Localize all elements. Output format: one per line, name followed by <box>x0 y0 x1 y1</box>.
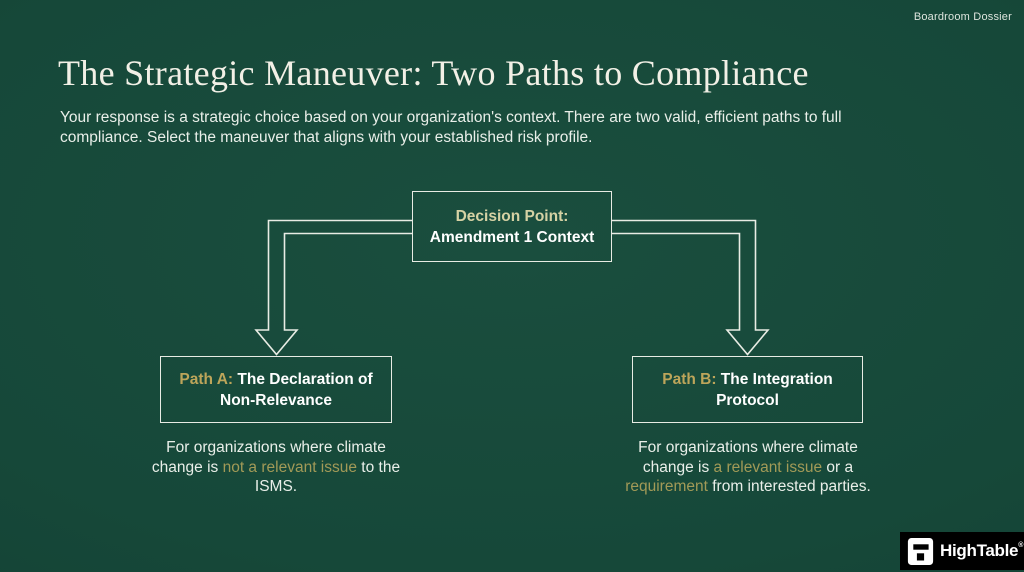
decision-point-label: Decision Point: <box>455 207 569 225</box>
page-title: The Strategic Maneuver: Two Paths to Com… <box>58 53 809 93</box>
path-a-title: Path A: The Declaration of Non-Relevance <box>179 370 373 409</box>
decision-point-box: Decision Point: Amendment 1 Context <box>412 191 612 262</box>
slide-subtitle: Your response is a strategic choice base… <box>60 108 960 148</box>
registered-mark: ® <box>1018 542 1024 549</box>
flow-arrow-left <box>254 219 413 356</box>
path-b-description: For organizations where climate change i… <box>625 439 871 495</box>
path-b-title: Path B: The Integration Protocol <box>662 370 833 409</box>
path-a-box: Path A: The Declaration of Non-Relevance <box>160 356 392 423</box>
hightable-logo: HighTable® <box>900 532 1024 570</box>
header-label: Boardroom Dossier <box>913 11 1012 23</box>
decision-point-context: Amendment 1 Context <box>429 228 595 246</box>
path-a-description: For organizations where climate change i… <box>151 439 401 495</box>
flow-arrow-right <box>611 219 770 356</box>
table-icon <box>907 537 934 565</box>
subtitle-line-1: Your response is a strategic choice base… <box>60 109 842 126</box>
subtitle-line-2: compliance. Select the maneuver that ali… <box>60 129 593 146</box>
path-b-box: Path B: The Integration Protocol <box>632 356 863 423</box>
logo-wordmark: HighTable® <box>940 541 1024 560</box>
